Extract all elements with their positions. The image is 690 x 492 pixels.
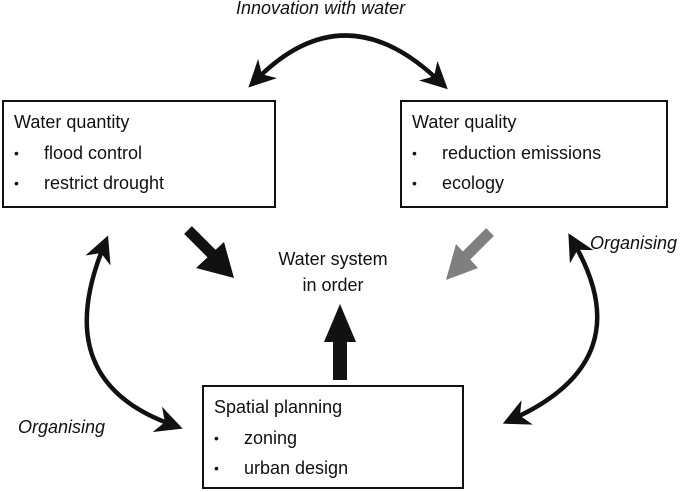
- curved-arrow-right: [502, 233, 600, 425]
- water-quality-box: Water quality •reduction emissions •ecol…: [400, 100, 668, 208]
- list-item: •zoning: [214, 423, 452, 453]
- spatial-planning-list: •zoning •urban design: [214, 423, 452, 483]
- bullet-icon: •: [412, 175, 417, 191]
- list-item: •flood control: [14, 138, 264, 168]
- organising-label-left: Organising: [18, 417, 106, 437]
- spatial-planning-title: Spatial planning: [214, 397, 343, 417]
- bullet-icon: •: [14, 145, 19, 161]
- list-item: •restrict drought: [14, 168, 264, 198]
- center-label-line1: Water system: [278, 249, 388, 269]
- bullet-icon: •: [412, 145, 417, 161]
- organising-label-right: Organising: [590, 233, 678, 253]
- arrow-quality-to-center: [446, 228, 494, 280]
- bullet-icon: •: [214, 460, 219, 476]
- spatial-planning-box: Spatial planning •zoning •urban design: [202, 385, 464, 489]
- bullet-icon: •: [14, 175, 19, 191]
- curved-arrow-top: [248, 33, 448, 90]
- arrow-spatial-to-center: [324, 304, 356, 380]
- innovation-label: Innovation with water: [236, 0, 406, 18]
- curved-arrow-left: [84, 235, 183, 433]
- list-item: •urban design: [214, 453, 452, 483]
- center-label: Water system in order: [258, 246, 408, 298]
- arrow-quantity-to-center: [184, 226, 234, 278]
- water-quantity-list: •flood control •restrict drought: [14, 138, 264, 198]
- water-quality-list: •reduction emissions •ecology: [412, 138, 656, 198]
- list-item: •reduction emissions: [412, 138, 656, 168]
- bullet-icon: •: [214, 430, 219, 446]
- water-quality-title: Water quality: [412, 112, 517, 132]
- list-item: •ecology: [412, 168, 656, 198]
- water-quantity-title: Water quantity: [14, 112, 130, 132]
- water-quantity-box: Water quantity •flood control •restrict …: [2, 100, 276, 208]
- center-label-line2: in order: [302, 275, 364, 295]
